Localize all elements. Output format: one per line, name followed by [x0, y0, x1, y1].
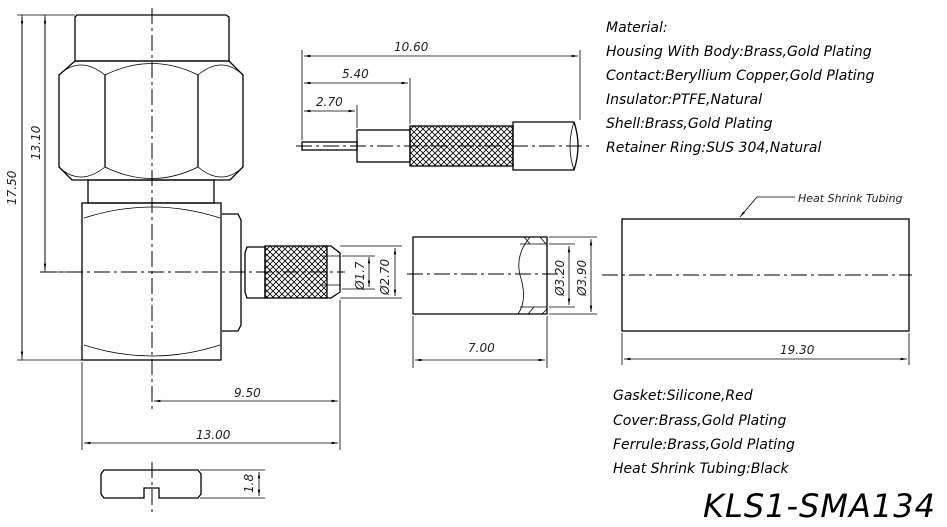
dim-outer-dia: Ø2.70: [378, 258, 392, 296]
dim-retainer-thickness: 1.8: [242, 474, 256, 493]
material-list-bottom: Gasket:Silicone,Red Cover:Brass,Gold Pla…: [613, 388, 795, 477]
material-heading: Material:: [606, 20, 668, 36]
material-item: Housing With Body:Brass,Gold Plating: [606, 44, 872, 60]
dim-strip-conductor: 2.70: [316, 95, 343, 109]
dim-tubing-length: 19.30: [780, 343, 815, 357]
material-item: Contact:Beryllium Copper,Gold Plating: [606, 68, 875, 84]
material-item: Cover:Brass,Gold Plating: [613, 413, 786, 429]
material-item: Ferrule:Brass,Gold Plating: [613, 437, 795, 453]
material-list-top: Material: Housing With Body:Brass,Gold P…: [606, 20, 875, 156]
dim-total-length: 13.00: [196, 428, 231, 442]
dim-inner-dia: Ø1.7: [353, 261, 367, 291]
dim-ferrule-length: 7.00: [468, 341, 495, 355]
connector-side-view: [40, 8, 345, 514]
dimension-lines: [17, 14, 402, 499]
heat-shrink-label: Heat Shrink Tubing: [798, 192, 903, 205]
dim-strip-braid: 5.40: [342, 67, 369, 81]
material-item: Insulator:PTFE,Natural: [606, 92, 762, 108]
ferrule-view: [407, 236, 597, 368]
material-item: Shell:Brass,Gold Plating: [606, 116, 773, 132]
dim-ferrule-outer: Ø3.90: [575, 259, 589, 297]
part-number: KLS1-SMA134: [703, 487, 936, 525]
dim-strip-total: 10.60: [394, 40, 429, 54]
cable-strip-view: [296, 50, 590, 171]
heat-shrink-view: [602, 196, 912, 365]
material-item: Gasket:Silicone,Red: [613, 388, 753, 404]
material-item: Heat Shrink Tubing:Black: [613, 461, 790, 477]
dim-center-height: 13.10: [29, 125, 43, 160]
material-item: Retainer Ring:SUS 304,Natural: [606, 140, 821, 156]
dim-center-to-end: 9.50: [234, 386, 261, 400]
dim-ferrule-inner: Ø3.20: [553, 259, 567, 297]
dim-total-height: 17.50: [5, 170, 19, 205]
